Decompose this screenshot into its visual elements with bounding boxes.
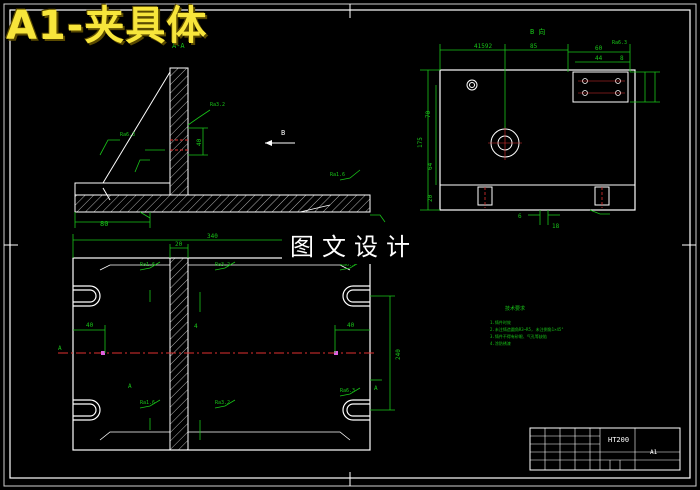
roughness-plan-f: Ra6.3 (340, 388, 355, 394)
technical-notes: 技术要求 1.铸件时效 2.未注铸造圆角R3~R5, 未注倒角1×45° 3.铸… (490, 305, 564, 346)
dim-70: 70 (425, 110, 432, 118)
dim-85: 85 (530, 43, 538, 50)
dim-340: 340 (207, 233, 218, 240)
plan-outline (72, 257, 371, 451)
title-material: HT200 (608, 436, 629, 444)
dim-80: 80 (100, 220, 108, 228)
drawing-title-overlay: A1-夹具体 (6, 3, 208, 49)
dim-4-left: 4 (194, 323, 198, 330)
notes-line-3: 3.铸件不得有砂眼、气孔等缺陷 (490, 333, 547, 339)
web-section (169, 67, 189, 196)
dim-175: 175 (417, 137, 424, 148)
dim-6: 6 (518, 213, 522, 220)
watermark-text: 图文设计 (282, 230, 426, 264)
notes-line-4: 4.涂防锈漆 (490, 340, 511, 346)
roughness-plan-e: Ra6.3 (340, 262, 355, 268)
title-name: A1 (650, 449, 658, 456)
cut-a-right: A (374, 385, 378, 392)
dim-44: 44 (595, 55, 603, 62)
roughness-side: Ra6.3 (612, 40, 627, 46)
side-label: B 向 (530, 27, 545, 36)
cut-a-left: A (58, 345, 62, 352)
roughness-a: Ra6.3 (120, 132, 135, 138)
notes-line-1: 1.铸件时效 (490, 319, 511, 325)
roughness-plan-a: Ra1.6 (140, 262, 155, 268)
title-block: HT200 A1 (529, 427, 681, 471)
dim-40-right: 40 (347, 322, 355, 329)
dim-20-side: 20 (427, 194, 434, 202)
arrow-b-label: B (281, 129, 285, 137)
notes-heading: 技术要求 (505, 305, 525, 312)
roughness-plan-d: Ra3.2 (215, 400, 230, 406)
cut-a-mid: A (128, 383, 132, 390)
dim-18: 18 (552, 223, 560, 230)
base-section (74, 194, 371, 213)
plan-web-section (169, 257, 189, 451)
roughness-b: Ra3.2 (210, 102, 225, 108)
dim-20: 20 (175, 241, 183, 248)
roughness-c: Ra1.6 (330, 172, 345, 178)
dim-8: 8 (620, 55, 624, 62)
dim-240: 240 (395, 349, 402, 360)
side-view-b: B 向 41592 85 60 44 8 70 175 64 20 18 6 R… (417, 27, 660, 230)
base-step (74, 182, 171, 196)
dim-40-left: 40 (86, 322, 94, 329)
frame-ticks (4, 4, 696, 486)
u-slots (73, 285, 370, 421)
dim-41592: 41592 (474, 43, 492, 50)
section-label: A-A (172, 42, 185, 50)
plan-view: 340 20 40 40 240 4 A A A Ra1.6 Ra3.2 Ra1… (58, 233, 402, 451)
rib-outline (102, 70, 171, 184)
dim-64: 64 (427, 162, 434, 170)
roughness-plan-b: Ra3.2 (215, 262, 230, 268)
section-view-a-a: 80 40 A-A Ra6.3 Ra3.2 Ra1.6 B (74, 42, 386, 228)
dim-40-top: 40 (196, 138, 203, 146)
roughness-plan-c: Ra1.6 (140, 400, 155, 406)
notes-line-2: 2.未注铸造圆角R3~R5, 未注倒角1×45° (490, 326, 564, 332)
dim-60: 60 (595, 45, 603, 52)
side-view-outline (439, 69, 636, 211)
